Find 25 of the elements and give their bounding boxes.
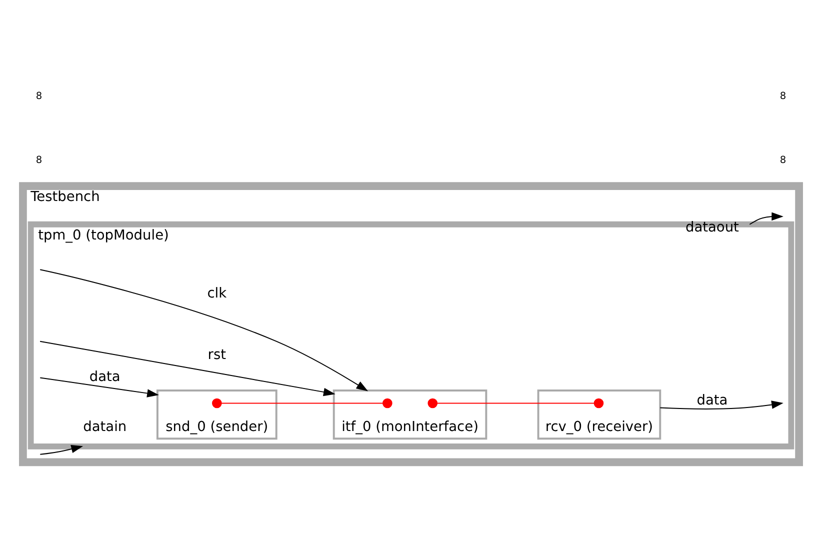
edge-label: dataout	[685, 218, 739, 235]
label: 8	[36, 90, 42, 102]
node-circle	[382, 398, 392, 408]
arrow	[660, 400, 784, 409]
node-circle	[428, 398, 438, 408]
cluster: itf_0 (monInterface)	[332, 388, 488, 440]
edge-label: datain	[83, 418, 127, 434]
node-circle	[212, 398, 222, 408]
node-circle	[594, 398, 604, 408]
cluster: rcv_0 (receiver)	[537, 388, 662, 440]
arrow	[40, 268, 368, 391]
arrow	[40, 376, 159, 397]
arrow	[40, 444, 84, 454]
arrow	[749, 212, 784, 224]
edge-label: rst	[208, 346, 226, 363]
connector	[436, 402, 595, 404]
label: 8	[780, 154, 786, 166]
arrow	[40, 340, 336, 396]
label: 8	[780, 90, 786, 102]
edge-label: clk	[207, 284, 227, 301]
label: 8	[36, 154, 42, 166]
cluster: snd_0 (sender)	[156, 388, 278, 440]
edge-label: data	[89, 368, 120, 384]
connector	[220, 402, 384, 404]
edge-label: data	[696, 392, 728, 408]
